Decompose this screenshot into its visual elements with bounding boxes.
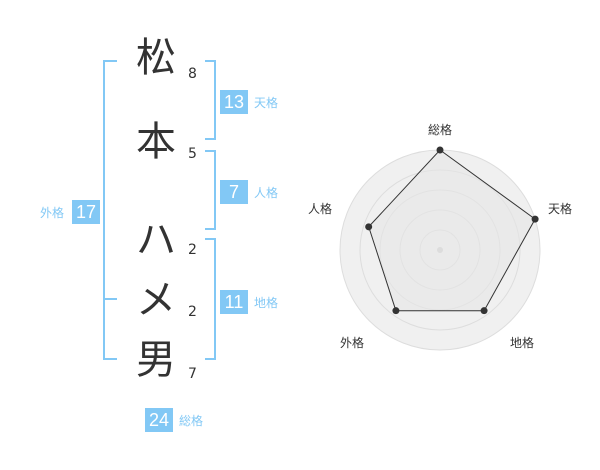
- radar-point-2: [531, 215, 539, 223]
- name-char-4: メ: [136, 277, 176, 323]
- tenkaku-score: 13: [220, 90, 248, 114]
- soukaku-score: 24: [145, 408, 173, 432]
- tenkaku-label: 天格: [254, 96, 279, 110]
- soukaku-label: 総格: [179, 414, 204, 428]
- radar-point-5: [365, 223, 373, 231]
- stroke-count-1: 8: [188, 66, 197, 82]
- radar-label-soukaku: 総格: [428, 123, 453, 137]
- name-char-3: ハ: [136, 217, 176, 263]
- chikaku-score: 11: [220, 290, 248, 314]
- jinkaku-score: 7: [220, 180, 248, 204]
- gaikaku-bracket: [103, 60, 117, 360]
- stroke-count-3: 2: [188, 242, 197, 258]
- radar-polygon: [368, 149, 536, 312]
- name-char-1: 松: [136, 35, 176, 81]
- stroke-count-4: 2: [188, 304, 197, 320]
- chikaku-label: 地格: [254, 296, 279, 310]
- stroke-count-2: 5: [188, 146, 197, 162]
- radar-label-tenkaku: 天格: [548, 202, 573, 216]
- radar-point-4: [392, 307, 400, 315]
- name-char-5: 男: [136, 337, 176, 383]
- name-char-2: 本: [136, 119, 176, 165]
- tenkaku-bracket: [205, 60, 216, 140]
- radar-label-jinkaku: 人格: [308, 202, 333, 216]
- gaikaku-score: 17: [72, 200, 100, 224]
- jinkaku-label: 人格: [254, 186, 279, 200]
- stroke-count-5: 7: [188, 366, 197, 382]
- radar-label-chikaku: 地格: [510, 336, 535, 350]
- radar-point-1: [436, 146, 444, 154]
- gaikaku-bracket-tick: [103, 298, 117, 300]
- radar-label-gaikaku: 外格: [340, 336, 365, 350]
- jinkaku-bracket: [205, 150, 216, 230]
- chikaku-bracket: [205, 238, 216, 360]
- gaikaku-label: 外格: [40, 206, 65, 220]
- radar-point-3: [480, 307, 488, 315]
